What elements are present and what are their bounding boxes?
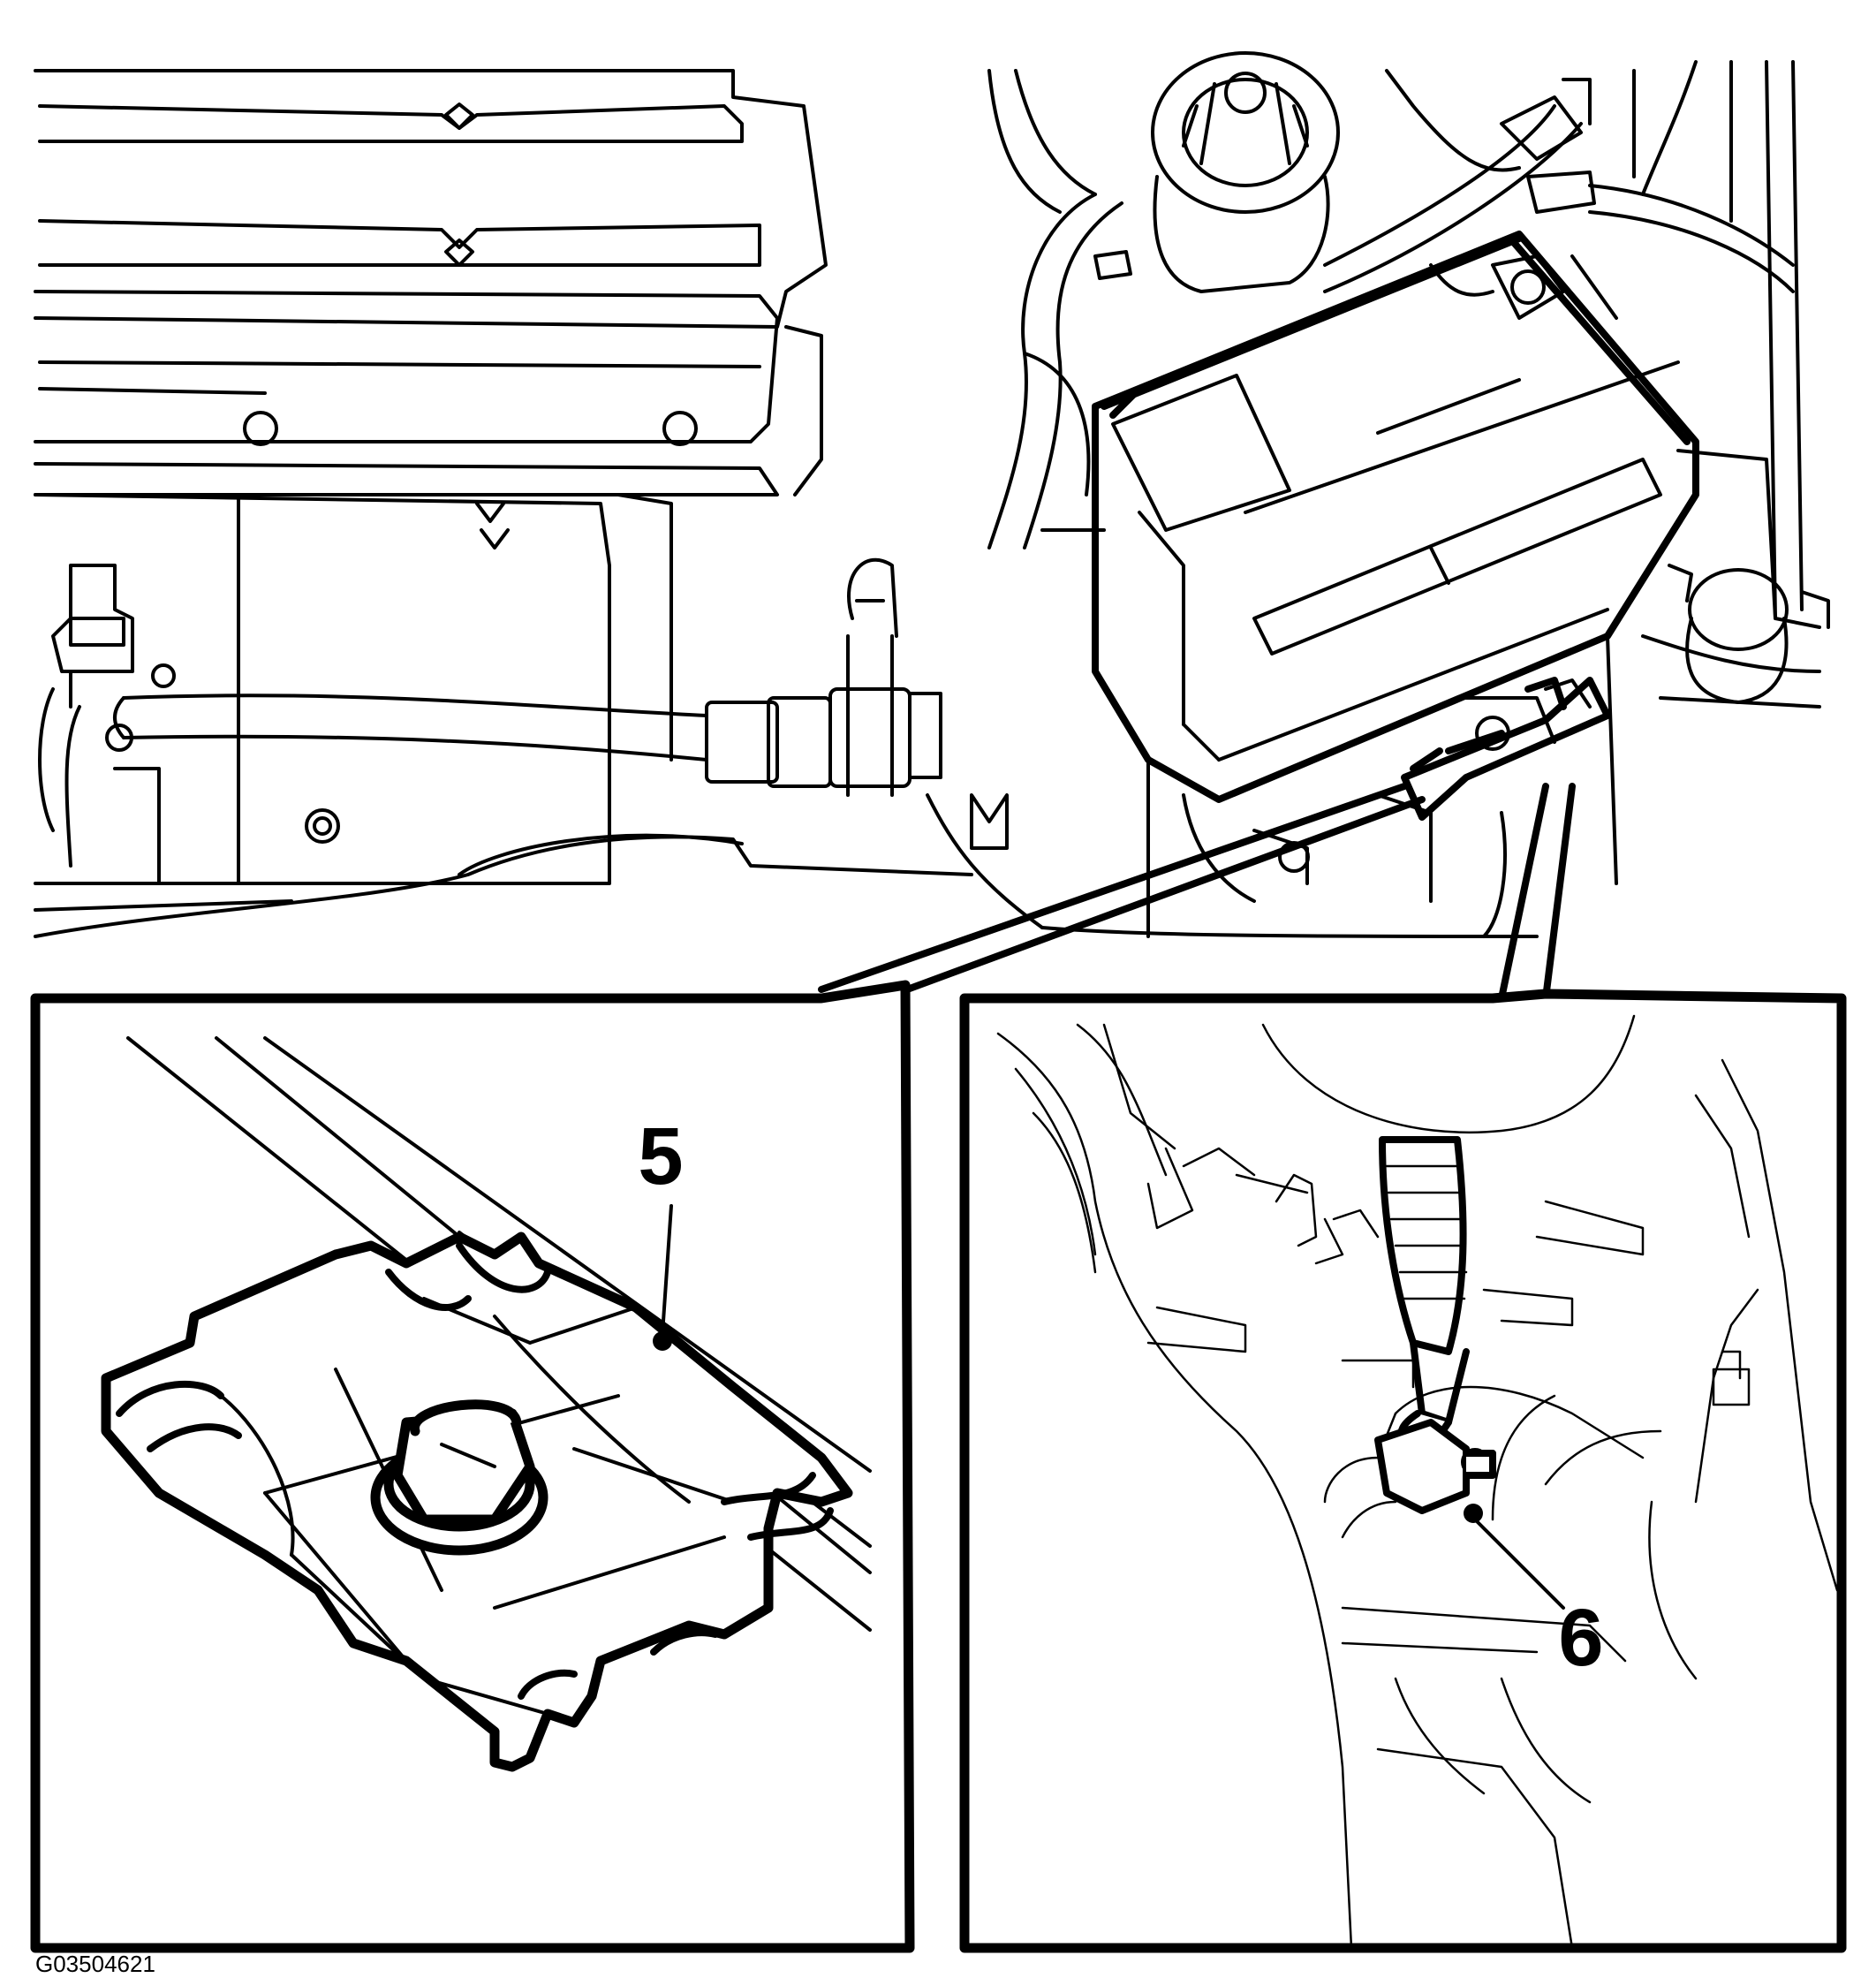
intake-hose xyxy=(113,557,942,797)
lower-structure xyxy=(34,325,973,938)
chassis-contours xyxy=(996,1014,1839,1950)
detail-leader-lines xyxy=(818,783,1576,1002)
battery-tray-structure xyxy=(926,634,1821,938)
battery xyxy=(1092,231,1699,803)
callout-6-leader xyxy=(1464,1504,1565,1610)
engine-bay-overview xyxy=(34,51,1830,1002)
callout-5-leader xyxy=(653,1204,673,1351)
hold-down-bolt xyxy=(370,1399,548,1556)
engine-cover xyxy=(34,69,828,885)
detail-box-left: 5 xyxy=(30,980,915,1953)
battery-clamp-bolt xyxy=(1464,678,1592,751)
ground-nut xyxy=(1374,1419,1496,1514)
battery-top-details xyxy=(1040,254,1777,762)
callout-label-6: 6 xyxy=(1558,1593,1603,1683)
callout-label-5: 5 xyxy=(638,1111,683,1201)
detail-box-right: 6 xyxy=(959,989,1847,1953)
figure-id: G03504621 xyxy=(35,1951,155,1977)
reservoir-cap xyxy=(1093,51,1340,293)
wiring-harness xyxy=(987,60,1821,629)
sensor-connector xyxy=(38,564,176,885)
right-reservoir-cap xyxy=(1668,564,1830,704)
